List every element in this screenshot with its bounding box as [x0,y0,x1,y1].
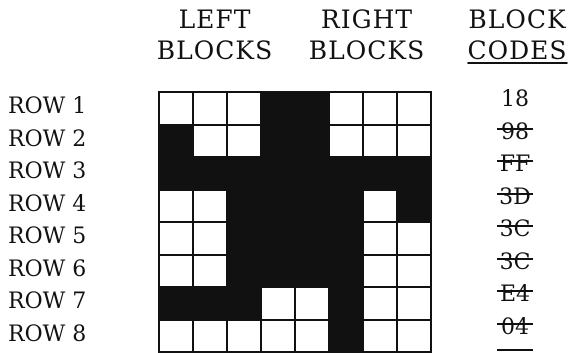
grid-cell-filled [294,91,328,124]
grid-cell-filled [260,91,294,124]
grid-cell-empty [192,319,226,352]
grid-cell-filled [260,189,294,222]
grid-cell-empty [158,91,192,124]
grid-cell-filled [294,221,328,254]
grid-cell-empty [192,254,226,287]
grid-cell-empty [294,319,328,352]
grid-cell-filled [226,156,260,189]
grid-cell-empty [396,286,430,319]
left-blocks-header-line-1: LEFT [155,4,275,35]
grid-cell-filled [294,189,328,222]
row-label: ROW 5 [8,221,86,254]
grid-cell-empty [396,91,430,124]
block-code-text: FF [500,152,531,177]
left-blocks-header: LEFT BLOCKS [155,4,275,66]
grid-cell-filled [294,124,328,157]
grid-cell-empty [158,254,192,287]
right-blocks-header-line-2: BLOCKS [305,35,429,66]
grid-cell-filled [328,254,362,287]
row-label: ROW 1 [8,91,86,124]
grid-cell-empty [158,221,192,254]
row-label: ROW 2 [8,124,86,157]
grid-cell-filled [158,124,192,157]
grid-cell-empty [396,254,430,287]
block-code: FF [490,156,540,189]
block-code-text: 3D [499,185,531,210]
row-label: ROW 8 [8,319,86,352]
grid-cell-empty [328,124,362,157]
grid-cell-empty [362,221,396,254]
grid-cell-filled [226,189,260,222]
grid-cell-empty [362,286,396,319]
grid-cell-empty [294,286,328,319]
grid-cell-empty [192,221,226,254]
grid-cell-filled [328,221,362,254]
grid-cell-filled [226,286,260,319]
row-label: ROW 3 [8,156,86,189]
grid-cell-empty [362,124,396,157]
grid-cell-filled [294,156,328,189]
grid-cell-empty [192,124,226,157]
grid-cell-filled [362,156,396,189]
grid-cell-filled [158,286,192,319]
row-label: ROW 6 [8,254,86,287]
left-blocks-header-line-2: BLOCKS [155,35,275,66]
row-label: ROW 4 [8,189,86,222]
grid-cell-empty [158,319,192,352]
grid-cell-filled [396,189,430,222]
grid-cell-empty [362,189,396,222]
grid-cell-filled [328,286,362,319]
block-grid [158,91,432,353]
grid-cell-filled [226,254,260,287]
grid-cell-empty [362,319,396,352]
row-label: ROW 7 [8,286,86,319]
grid-cell-filled [328,189,362,222]
grid-cell-empty [158,189,192,222]
grid-cell-empty [260,286,294,319]
block-code-text: 3C [500,217,531,242]
block-code-text: 3C [500,250,531,275]
grid-cell-empty [362,91,396,124]
grid-cell-filled [328,156,362,189]
block-codes-header-line-2: CODES [460,35,575,66]
grid-cell-filled [294,254,328,287]
code-separator-line [497,349,533,351]
block-code: E4 [490,286,540,319]
grid-cell-empty [328,91,362,124]
grid-cell-filled [158,156,192,189]
grid-cell-empty [192,91,226,124]
grid-cell-filled [192,156,226,189]
right-blocks-header: RIGHT BLOCKS [305,4,429,66]
grid-cell-filled [260,156,294,189]
block-code-text: E4 [500,282,530,307]
grid-cell-empty [226,319,260,352]
block-code-text: 98 [501,120,529,145]
grid-cell-filled [260,221,294,254]
right-blocks-header-line-1: RIGHT [305,4,429,35]
grid-cell-empty [260,319,294,352]
block-code-text: 18 [501,87,529,112]
block-code: 18 [490,91,540,124]
grid-cell-empty [226,91,260,124]
grid-cell-empty [396,221,430,254]
grid-cell-filled [260,254,294,287]
block-code: 04 [490,319,540,352]
grid-cell-filled [396,156,430,189]
grid-cell-empty [192,189,226,222]
grid-cell-filled [260,124,294,157]
grid-cell-empty [226,124,260,157]
grid-cell-filled [226,221,260,254]
block-codes-header: BLOCK CODES [460,4,575,66]
grid-cell-filled [192,286,226,319]
grid-cell-empty [396,319,430,352]
grid-cell-empty [396,124,430,157]
grid-cell-filled [328,319,362,352]
grid-cell-empty [362,254,396,287]
block-code-text: 04 [501,315,529,340]
block-codes-header-line-1: BLOCK [460,4,575,35]
block-code: 3C [490,221,540,254]
